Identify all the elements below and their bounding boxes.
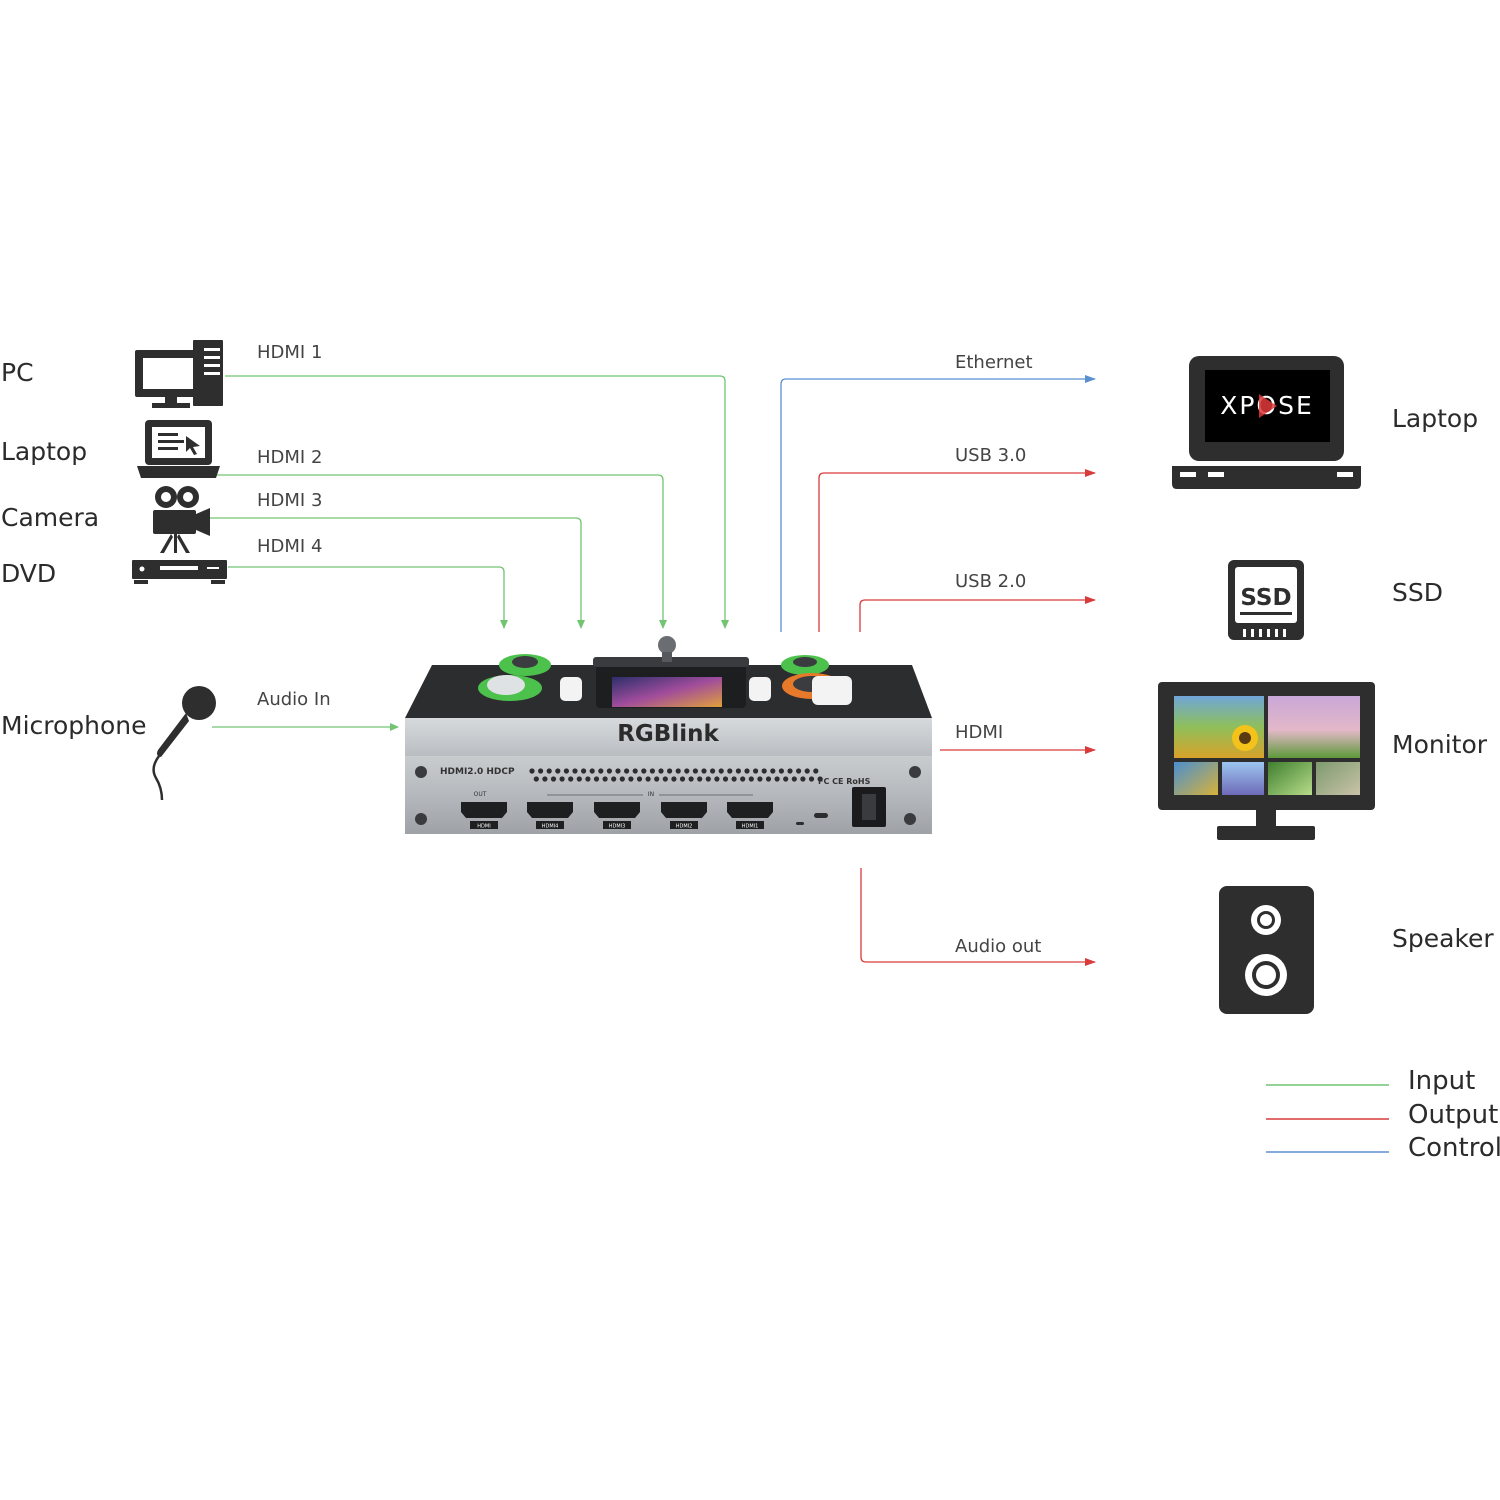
hdmi-port-label: HDMI1	[742, 824, 759, 830]
usb30-label: USB 3.0	[955, 445, 1027, 466]
rgblink-device: RGBlink HDMI2.0 HDCP FC CE RoHS OUT IN H…	[405, 636, 932, 834]
hdmi1-label: HDMI 1	[257, 342, 323, 363]
camera-label: Camera	[1, 503, 100, 532]
ssd-label: SSD	[1392, 578, 1443, 607]
device-cert-label: FC CE RoHS	[818, 777, 871, 786]
hdmi4-label: HDMI 4	[257, 536, 323, 557]
speaker-label: Speaker	[1392, 924, 1494, 953]
hdmi-port: HDMI	[461, 802, 507, 830]
ssd-icon: SSD	[1228, 560, 1304, 640]
audio-in-label: Audio In	[257, 689, 331, 710]
dvd-label: DVD	[1, 559, 57, 588]
hdmi-port: HDMI1	[727, 802, 773, 830]
pc-label: PC	[1, 358, 34, 387]
usb20-label: USB 2.0	[955, 571, 1027, 592]
microphone-icon	[152, 686, 216, 801]
device-hdmi-hdcp-label: HDMI2.0 HDCP	[440, 767, 515, 777]
usb30-line	[818, 469, 1096, 632]
audio-out-label: Audio out	[955, 936, 1042, 957]
hdmi-out-label: HDMI	[955, 722, 1004, 743]
hdmi1-line	[225, 375, 729, 629]
hdmi-port: HDMI4	[527, 802, 573, 830]
laptop-output-icon: XPOSE	[1172, 356, 1361, 489]
device-brand: RGBlink	[617, 721, 719, 747]
microphone-label: Microphone	[1, 711, 147, 740]
ethernet-label: Ethernet	[955, 352, 1033, 373]
hdmi-port: HDMI2	[661, 802, 707, 830]
speaker-icon	[1219, 886, 1314, 1014]
camera-icon	[153, 486, 210, 553]
input-lines	[205, 375, 729, 731]
hdmi-port-label: HDMI2	[676, 824, 693, 830]
device-out-label: OUT	[474, 791, 487, 798]
device-front-band	[405, 718, 932, 756]
legend-input-label: Input	[1408, 1066, 1476, 1096]
hdmi-port-label: HDMI	[477, 824, 490, 830]
audio-out-line	[860, 868, 1096, 966]
legend-output-label: Output	[1408, 1100, 1499, 1130]
laptop-output-label: Laptop	[1392, 404, 1479, 433]
hdmi-port-label: HDMI3	[609, 824, 626, 830]
dvd-icon	[132, 560, 227, 584]
hdmi4-line	[228, 566, 508, 629]
hdmi3-line	[210, 517, 585, 629]
hdmi-port-label: HDMI4	[542, 824, 559, 830]
device-in-label: IN	[648, 791, 654, 798]
output-lines	[780, 375, 1096, 966]
legend-lines	[1266, 1084, 1389, 1153]
laptop-input-icon	[137, 420, 220, 478]
laptop-input-label: Laptop	[1, 437, 88, 466]
device-camera-knob	[658, 636, 676, 654]
pc-icon	[135, 340, 223, 408]
monitor-icon	[1158, 682, 1375, 840]
legend-control-label: Control	[1408, 1133, 1500, 1163]
device-hdmi-ports: HDMI HDMI4 HDMI3 HDMI2 HDMI1	[461, 802, 773, 830]
usb20-line	[859, 596, 1096, 632]
ssd-icon-text: SSD	[1240, 585, 1291, 611]
device-vent-grille	[529, 768, 823, 782]
hdmi2-label: HDMI 2	[257, 447, 323, 468]
ethernet-line	[780, 375, 1096, 632]
monitor-label: Monitor	[1392, 730, 1488, 759]
hdmi2-line	[205, 474, 667, 629]
hdmi3-label: HDMI 3	[257, 490, 323, 511]
hdmi-port: HDMI3	[594, 802, 640, 830]
device-preview-screen	[612, 677, 722, 707]
